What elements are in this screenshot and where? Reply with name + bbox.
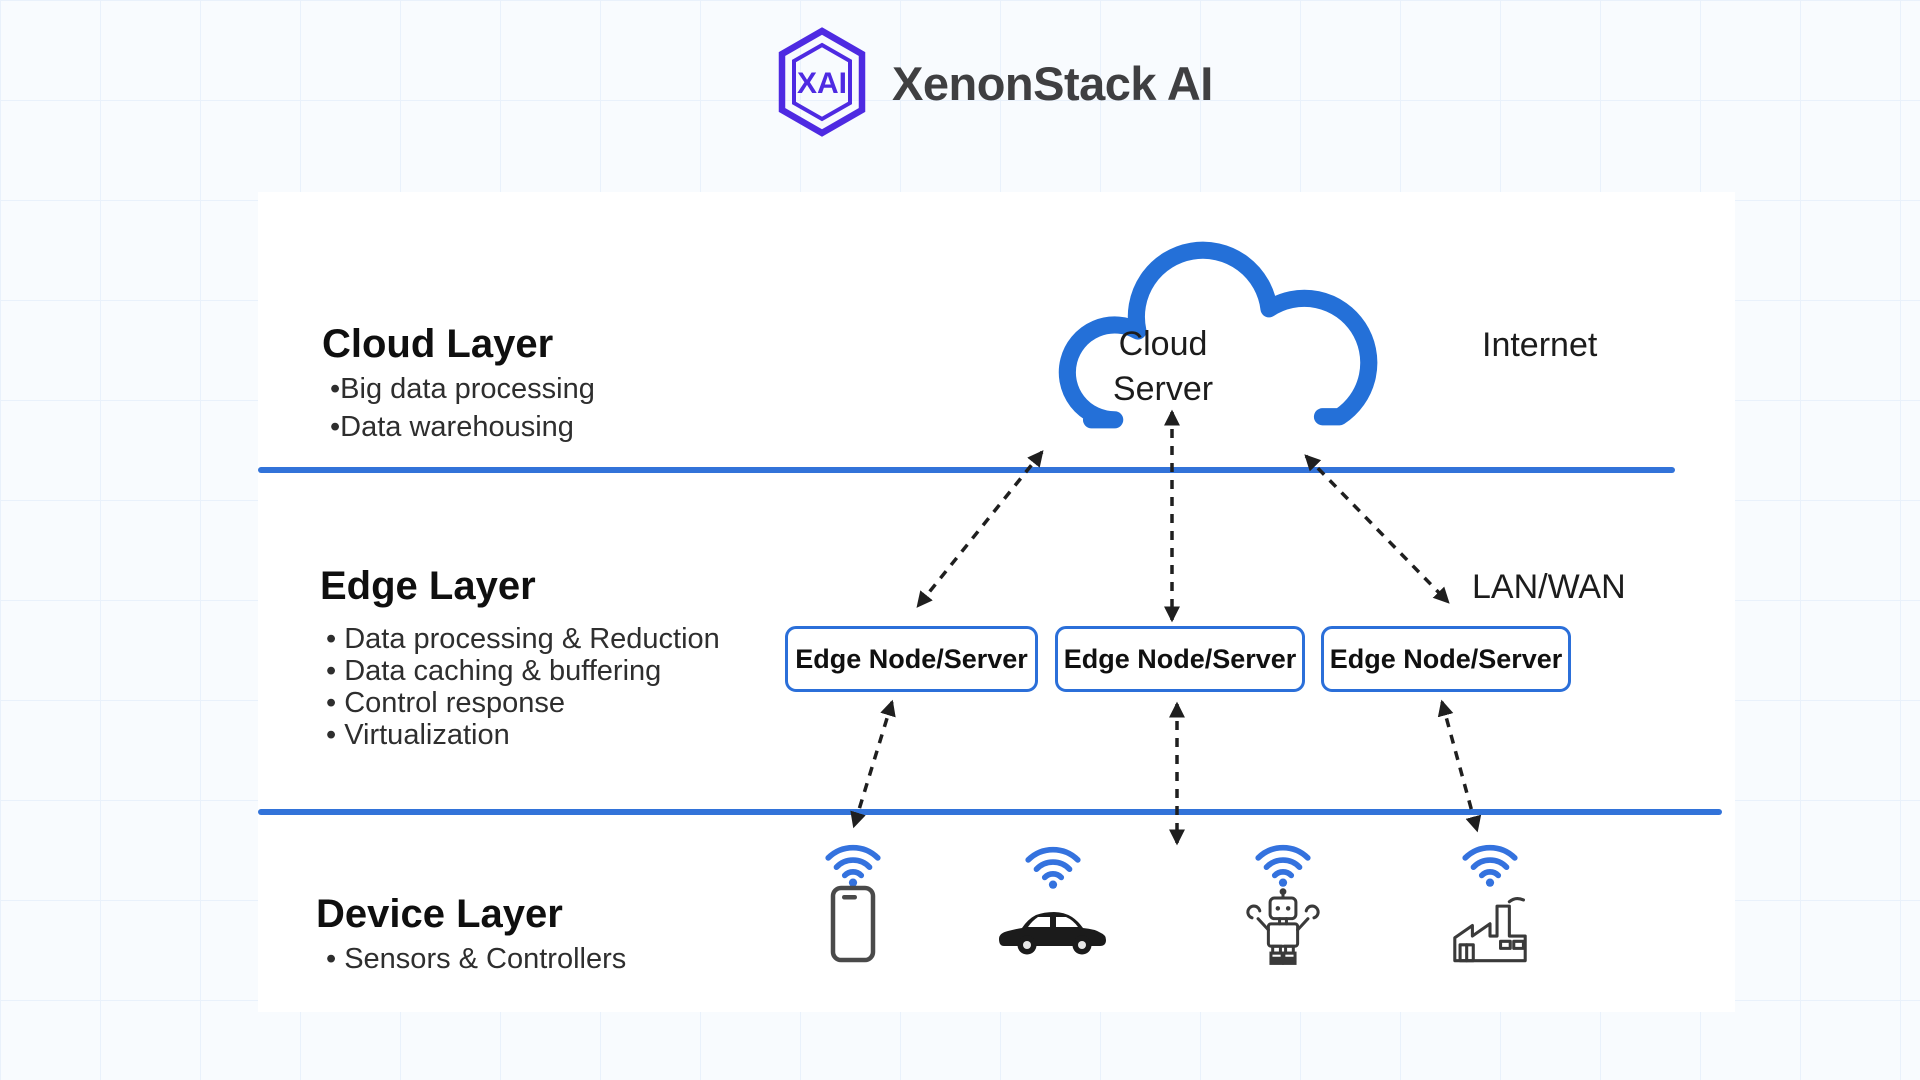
cloud-layer-item: •Data warehousing: [330, 411, 574, 443]
wifi-icon: [1462, 844, 1518, 887]
edge-node-box: Edge Node/Server: [1321, 626, 1571, 692]
arrow-cloud-edge-left: [916, 450, 1044, 608]
edge-layer-item: • Data caching & buffering: [326, 655, 662, 687]
internet-label: Internet: [1482, 326, 1598, 364]
factory-icon: [1453, 897, 1527, 963]
edge-layer-title: Edge Layer: [320, 564, 536, 608]
divider-edge-device: [258, 809, 1722, 815]
cloud-icon: [1038, 210, 1378, 447]
cloud-server-label: Cloud Server: [1112, 325, 1214, 408]
brand-name: XenonStack AI: [892, 57, 1213, 110]
wifi-icon: [1255, 844, 1311, 887]
robot-icon: [1246, 888, 1320, 965]
wifi-icon: [825, 844, 881, 887]
edge-layer-item: • Control response: [326, 687, 566, 719]
smartphone-icon: [830, 885, 876, 963]
wifi-icon: [1025, 846, 1081, 889]
logo-monogram: XAI: [797, 67, 847, 100]
edge-layer-item: • Virtualization: [326, 719, 510, 751]
arrow-edge-device-right: [1437, 699, 1482, 833]
lan-wan-label: LAN/WAN: [1472, 568, 1626, 606]
hexagon-logo-icon: XAI: [778, 27, 866, 137]
edge-node-box: Edge Node/Server: [1055, 626, 1305, 692]
arrow-cloud-edge-right: [1304, 454, 1450, 604]
brand-logo: XAI: [768, 26, 876, 138]
car-icon: [999, 912, 1106, 955]
cloud-layer-item: •Big data processing: [330, 373, 595, 405]
device-layer-title: Device Layer: [316, 892, 563, 936]
device-layer-item: • Sensors & Controllers: [326, 943, 627, 975]
cloud-layer-title: Cloud Layer: [322, 322, 554, 366]
edge-node-box: Edge Node/Server: [785, 626, 1038, 692]
arrow-edge-device-left: [850, 699, 896, 829]
edge-layer-item: • Data processing & Reduction: [326, 623, 720, 655]
